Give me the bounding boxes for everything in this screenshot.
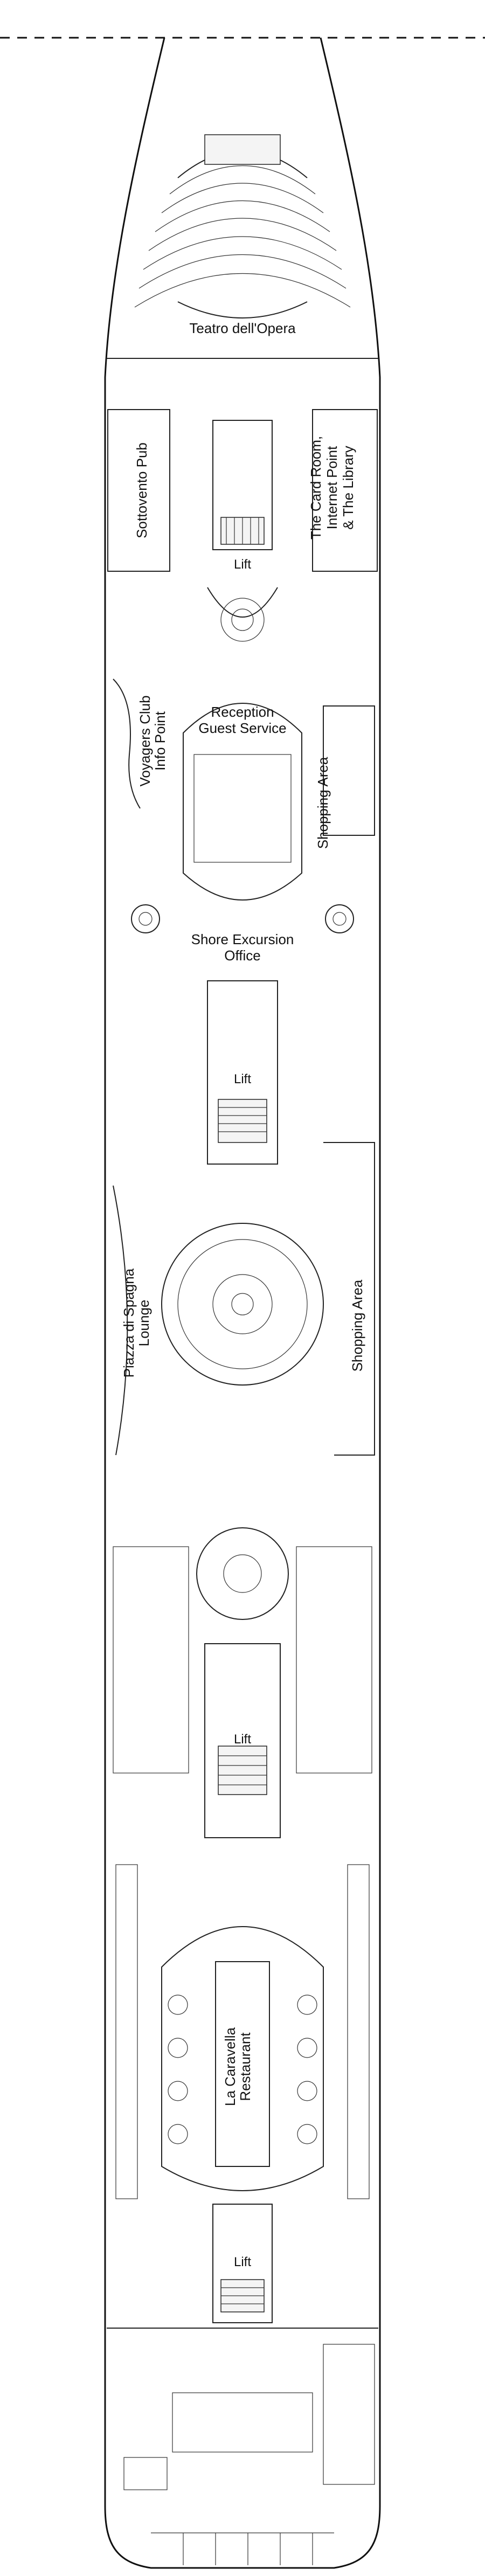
label-card-room-line-3: & The Library [340,446,356,530]
reception-desk-outline [183,703,302,901]
label-la-caravella-line-1: La Caravella [222,2027,238,2106]
piazza-lounge-wall [113,1185,128,1456]
label-lift-aft-mid: Lift [234,1732,251,1747]
label-card-room-line-2: Internet Point [324,446,340,529]
label-lift-forward: Lift [234,557,251,572]
label-sottovento-pub: Sottovento Pub [134,442,150,538]
lounge-seating-right [296,1546,372,1774]
aft-shopping-area [323,1142,375,1456]
restaurant-window-tables [115,1864,370,2199]
aft-mid-stairs [218,1746,267,1795]
aft-stairs [220,2279,265,2312]
label-voyagers-club: Voyagers Club Info Point [137,695,168,786]
card-room-block [312,409,378,572]
piazza-fountain [161,1223,324,1386]
label-piazza-line-2: Lounge [136,1300,152,1347]
central-round-table-cluster [196,1527,289,1620]
label-piazza-di-spagna: Piazza di Spagna Lounge [121,1268,152,1377]
la-caravella-restaurant [161,1926,324,2191]
theatre-seating [134,134,351,318]
label-card-room: The Card Room, Internet Point & The Libr… [308,436,356,539]
aft-lift-shaft [212,2204,273,2323]
label-piazza-line-1: Piazza di Spagna [121,1268,137,1377]
forward-spiral-stair [207,587,278,618]
label-la-caravella-line-2: Restaurant [237,2032,253,2101]
label-shopping-area-forward: Shopping Area [315,757,331,849]
label-shopping-area-aft: Shopping Area [349,1279,365,1372]
restaurant-centre-table [215,1961,270,2167]
voyagers-club-counter [113,678,141,809]
label-lift-midship: Lift [234,1072,251,1086]
aft-mid-lift-shaft [204,1643,281,1838]
label-shore-excursion: Shore Excursion [191,931,294,947]
label-voyagers-club-line-2: Info Point [152,711,168,771]
columns-forward [131,904,354,933]
forward-stairs [220,517,265,545]
label-la-caravella: La Caravella Restaurant [222,2027,253,2106]
aft-service-block-1 [172,2392,313,2453]
label-lift-aft: Lift [234,2255,251,2269]
aft-service-block-3 [323,2344,375,2485]
forward-shopping-area [323,705,375,836]
sottovento-pub-room [107,409,170,572]
hull-outline [104,37,381,2569]
label-card-room-line-1: The Card Room, [308,436,324,539]
forward-lift-shaft [212,420,273,550]
label-teatro-dell-opera: Teatro dell'Opera [189,320,296,336]
lounge-seating-left [113,1546,189,1774]
stern-deck-markings [151,2532,334,2565]
reception-inner [193,754,292,863]
label-guest-service: Guest Service [198,720,286,736]
midship-stairs [218,1099,267,1143]
aft-service-block-2 [123,2457,168,2490]
label-reception: Reception [211,704,274,720]
midship-lift-shaft [207,980,278,1165]
restaurant-side-tables [168,1995,317,2144]
label-voyagers-club-line-1: Voyagers Club [137,695,153,786]
label-shore-excursion-office: Office [224,947,260,964]
